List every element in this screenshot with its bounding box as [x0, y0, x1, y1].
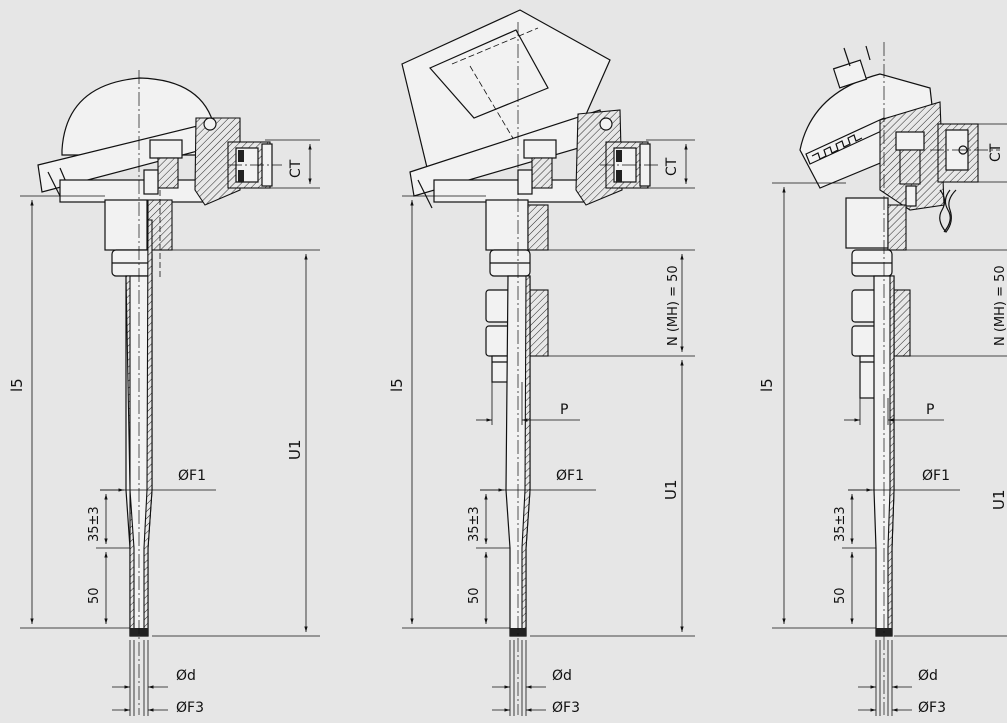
l5-label-c: l5 — [758, 378, 776, 392]
fifty-label-b: 50 — [467, 587, 482, 604]
f1-label-a: ØF1 — [178, 468, 206, 484]
fifty-label-c: 50 — [833, 587, 848, 604]
thermowell-stem-c — [845, 197, 911, 637]
drawing-c: l5 N (MH) = 50 U1 CT P ØF1 35±3 50 Ød ØF… — [758, 42, 1007, 716]
n-label-c: N (MH) = 50 — [993, 265, 1007, 346]
u1-label-c: U1 — [990, 489, 1007, 510]
d-label-a: Ød — [176, 668, 196, 684]
f3-label-c: ØF3 — [918, 700, 946, 716]
drawing-a: l5 U1 CT ØF1 35±3 50 Ød ØF3 — [8, 70, 320, 716]
n-label-b: N (MH) = 50 — [666, 265, 681, 346]
l5-label-a: l5 — [8, 378, 26, 392]
d-label-b: Ød — [552, 668, 572, 684]
p-label-b: P — [560, 402, 568, 418]
drawing-b: l5 N (MH) = 50 U1 CT P ØF1 35±3 50 Ød — [388, 9, 695, 716]
connection-head-dome — [37, 77, 282, 206]
f1-label-b: ØF1 — [556, 468, 584, 484]
f1-label-c: ØF1 — [922, 468, 950, 484]
u1-label-b: U1 — [662, 479, 680, 500]
fifty-label-a: 50 — [87, 587, 102, 604]
tol-label-c: 35±3 — [833, 506, 848, 542]
l5-label-b: l5 — [388, 378, 406, 392]
f3-label-a: ØF3 — [176, 700, 204, 716]
u1-label-a: U1 — [286, 439, 304, 460]
f3-label-b: ØF3 — [552, 700, 580, 716]
tol-label-a: 35±3 — [87, 506, 102, 542]
connection-head-screw-cap — [799, 45, 1000, 233]
tol-label-b: 35±3 — [467, 506, 482, 542]
p-label-c: P — [926, 402, 934, 418]
thermowell-stem-a — [104, 199, 173, 637]
ct-label-b: CT — [664, 157, 680, 176]
thermowell-stem-b — [485, 199, 549, 637]
d-label-c: Ød — [918, 668, 938, 684]
ct-label-c: CT — [988, 143, 1004, 162]
ct-label-a: CT — [288, 159, 304, 178]
connection-head-box — [401, 9, 660, 209]
